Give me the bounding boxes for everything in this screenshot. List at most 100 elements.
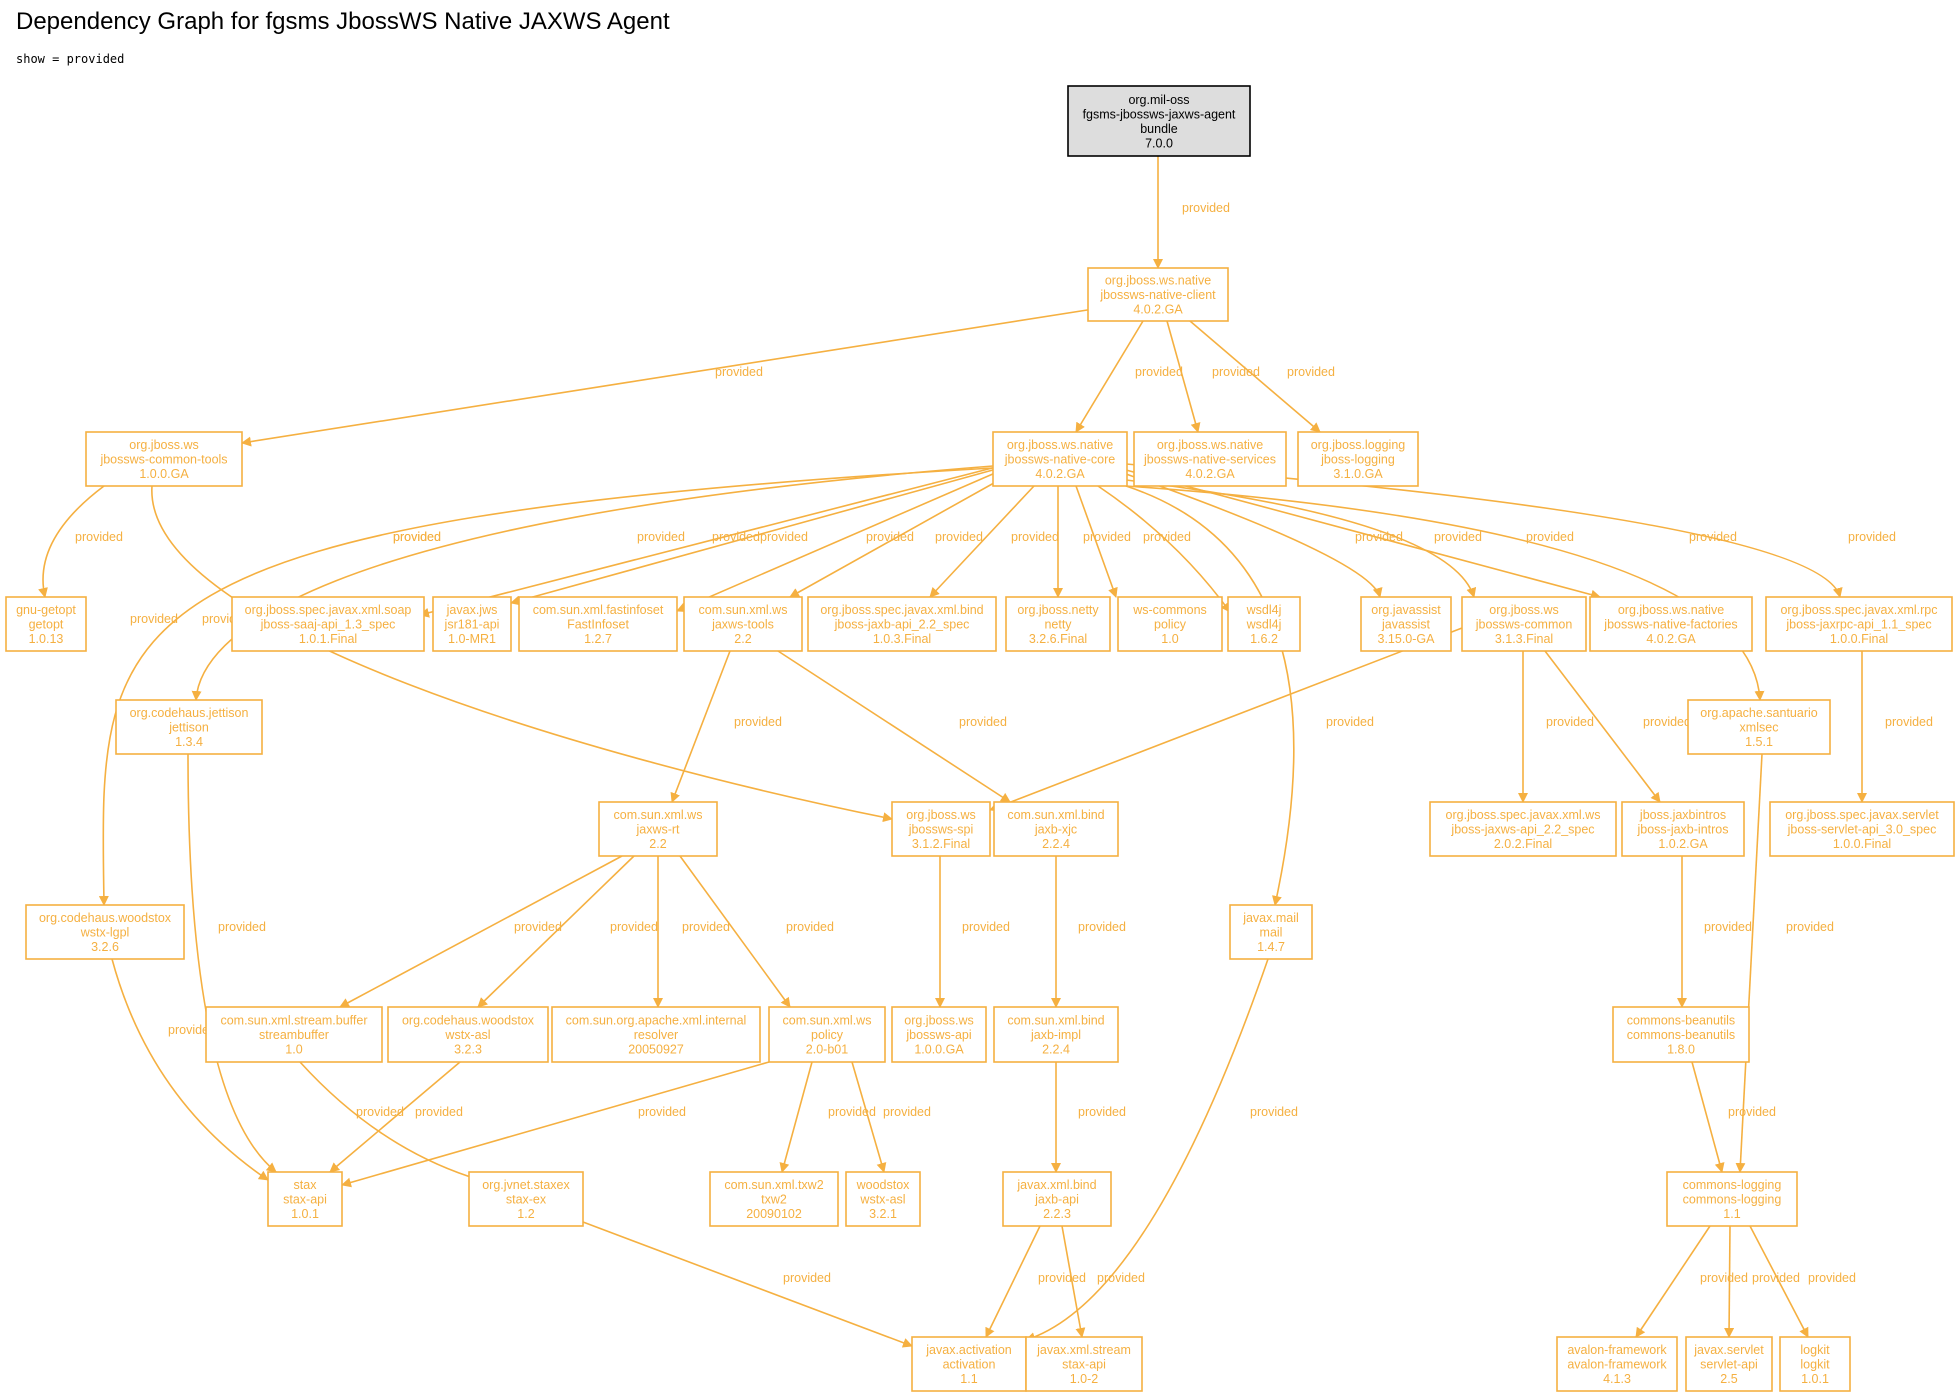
edge-label: provided — [1078, 1105, 1126, 1119]
edge-label: provided — [1546, 715, 1594, 729]
edge-commontools-to-getopt: provided — [38, 485, 123, 598]
node-box — [25, 904, 185, 960]
node-label-line: FastInfoset — [567, 618, 629, 632]
node-box — [709, 1171, 839, 1227]
edge-line — [241, 307, 1101, 447]
node-label-line: jaxb-impl — [1030, 1028, 1081, 1042]
edge-label: provided — [514, 920, 562, 934]
node-label-line: 20050927 — [628, 1043, 684, 1057]
node-label-line: org.codehaus.jettison — [130, 706, 249, 720]
edge-label: provided — [1143, 530, 1191, 544]
node-label-line: wstx-lgpl — [80, 926, 130, 940]
edge-xmlsec-to-commonslogging: provided — [1735, 753, 1834, 1173]
node-box — [115, 699, 263, 755]
node-label-line: 3.2.3 — [454, 1043, 482, 1057]
node-box — [551, 1006, 761, 1063]
node-box — [1612, 1006, 1750, 1063]
node-label-line: netty — [1044, 618, 1072, 632]
edge-streambuffer-to-staxex: provided — [299, 1061, 481, 1183]
node-label-line: jboss-servlet-api_3.0_spec — [1787, 823, 1937, 837]
node-label-line: 1.0.0.Final — [1830, 632, 1888, 646]
node-label-line: org.jboss.ws — [904, 1014, 973, 1028]
node-label-line: 1.0 — [285, 1043, 302, 1057]
edge-policy20-to-txw2: provided — [779, 1061, 876, 1173]
edge-core-to-wstxlgpl: provided — [98, 467, 994, 906]
node-label-line: avalon-framework — [1567, 1343, 1667, 1357]
edge-line — [1125, 485, 1295, 906]
node-label-line: 4.0.2.GA — [1035, 467, 1085, 481]
edge-root-to-client: provided — [1153, 156, 1230, 269]
node-box — [807, 596, 997, 652]
node-label-line: org.mil-oss — [1128, 93, 1189, 107]
edge-line — [851, 1061, 887, 1173]
node-label-line: jboss-logging — [1320, 453, 1395, 467]
node-box — [683, 596, 803, 652]
edge-jaxwsrt-to-resolver: provided — [653, 856, 730, 1008]
edge-jaxwstools-to-jaxwsrt: provided — [670, 650, 782, 803]
node-label-line: 2.2 — [649, 837, 666, 851]
edge-staxex-to-activation: provided — [582, 1221, 913, 1348]
node-label-line: logkit — [1800, 1358, 1830, 1372]
edge-label: provided — [1808, 1271, 1856, 1285]
edge-label: provided — [1848, 530, 1896, 544]
node-label-line: avalon-framework — [1567, 1358, 1667, 1372]
edge-policy20-to-wstxasl321: provided — [851, 1061, 931, 1173]
node-label-line: com.sun.xml.bind — [1007, 1014, 1104, 1028]
edge-client-to-commontools: provided — [241, 307, 1101, 447]
edge-core-to-jaxwstools: provided — [789, 473, 1011, 598]
edge-label: provided — [1097, 1271, 1145, 1285]
node-box — [1025, 1336, 1143, 1392]
edge-policy20-to-staxapi101: provided — [341, 1061, 770, 1188]
node-label-line: jbossws-native-core — [1004, 453, 1116, 467]
node-label-line: 4.1.3 — [1603, 1372, 1631, 1386]
edge-line — [419, 465, 1001, 618]
edge-line — [341, 1061, 770, 1188]
node-services: org.jboss.ws.nativejbossws-native-servic… — [1133, 431, 1287, 487]
node-label-line: com.sun.xml.ws — [614, 808, 703, 822]
edge-line — [1735, 753, 1763, 1173]
edge-label: provided — [828, 1105, 876, 1119]
edge-line — [1125, 469, 1601, 600]
node-label-line: commons-beanutils — [1627, 1014, 1735, 1028]
edge-line — [329, 1061, 461, 1173]
node-box — [1133, 431, 1287, 487]
node-box — [468, 1171, 584, 1227]
edge-line — [1097, 485, 1231, 613]
edge-line — [98, 467, 994, 906]
node-label-line: xmlsec — [1740, 721, 1779, 735]
node-label-line: streambuffer — [259, 1028, 329, 1042]
edge-label: provided — [168, 1023, 216, 1037]
node-label-line: jaxb-xjc — [1034, 823, 1077, 837]
node-label-line: jbossws-api — [905, 1028, 971, 1042]
node-label-line: policy — [1154, 618, 1187, 632]
edge-line — [670, 650, 731, 803]
edge-line — [1075, 485, 1118, 598]
node-label-line: 7.0.0 — [1145, 136, 1173, 150]
node-label-line: jaxws-tools — [711, 618, 774, 632]
node-label-line: wstx-asl — [859, 1193, 905, 1207]
node-label-line: 2.2.4 — [1042, 837, 1070, 851]
node-label-line: jbossws-common — [1475, 618, 1573, 632]
edge-jaxwsrt-to-streambuffer: provided — [339, 855, 623, 1008]
node-label-line: jboss-jaxrpc-api_1.1_spec — [1785, 618, 1931, 632]
edge-jaxwsrt-to-wstxasl323: provided — [477, 855, 658, 1008]
node-box — [1002, 1171, 1112, 1227]
edge-line — [1025, 958, 1269, 1342]
edge-label: provided — [415, 1105, 463, 1119]
node-label-line: 1.0-MR1 — [448, 632, 496, 646]
edge-commonslogging-to-logkit: provided — [1749, 1225, 1856, 1338]
node-box — [518, 596, 678, 652]
edge-label: provided — [1287, 365, 1335, 379]
edge-core-to-jaxbapispec: provided — [929, 485, 1035, 598]
edge-label: provided — [356, 1105, 404, 1119]
edge-line — [779, 1061, 813, 1173]
